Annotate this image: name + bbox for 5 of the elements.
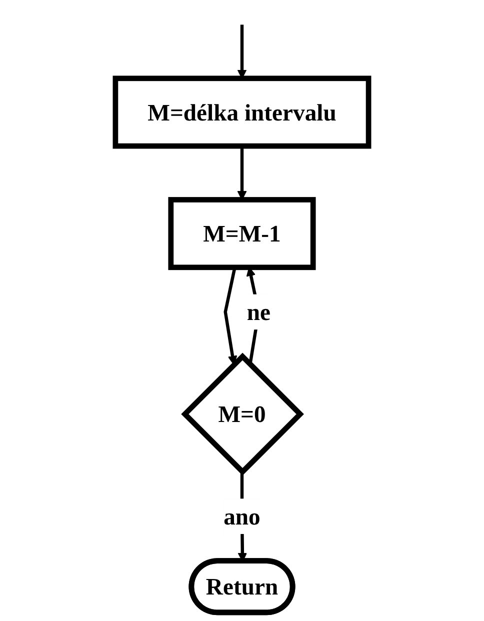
node-box: M=délka intervalu: [112, 76, 372, 149]
edge-label: ano: [224, 502, 260, 530]
edge-label: ne: [246, 298, 270, 326]
node-box: M=M-1: [168, 197, 316, 270]
node-diamond: M=0: [181, 352, 304, 476]
